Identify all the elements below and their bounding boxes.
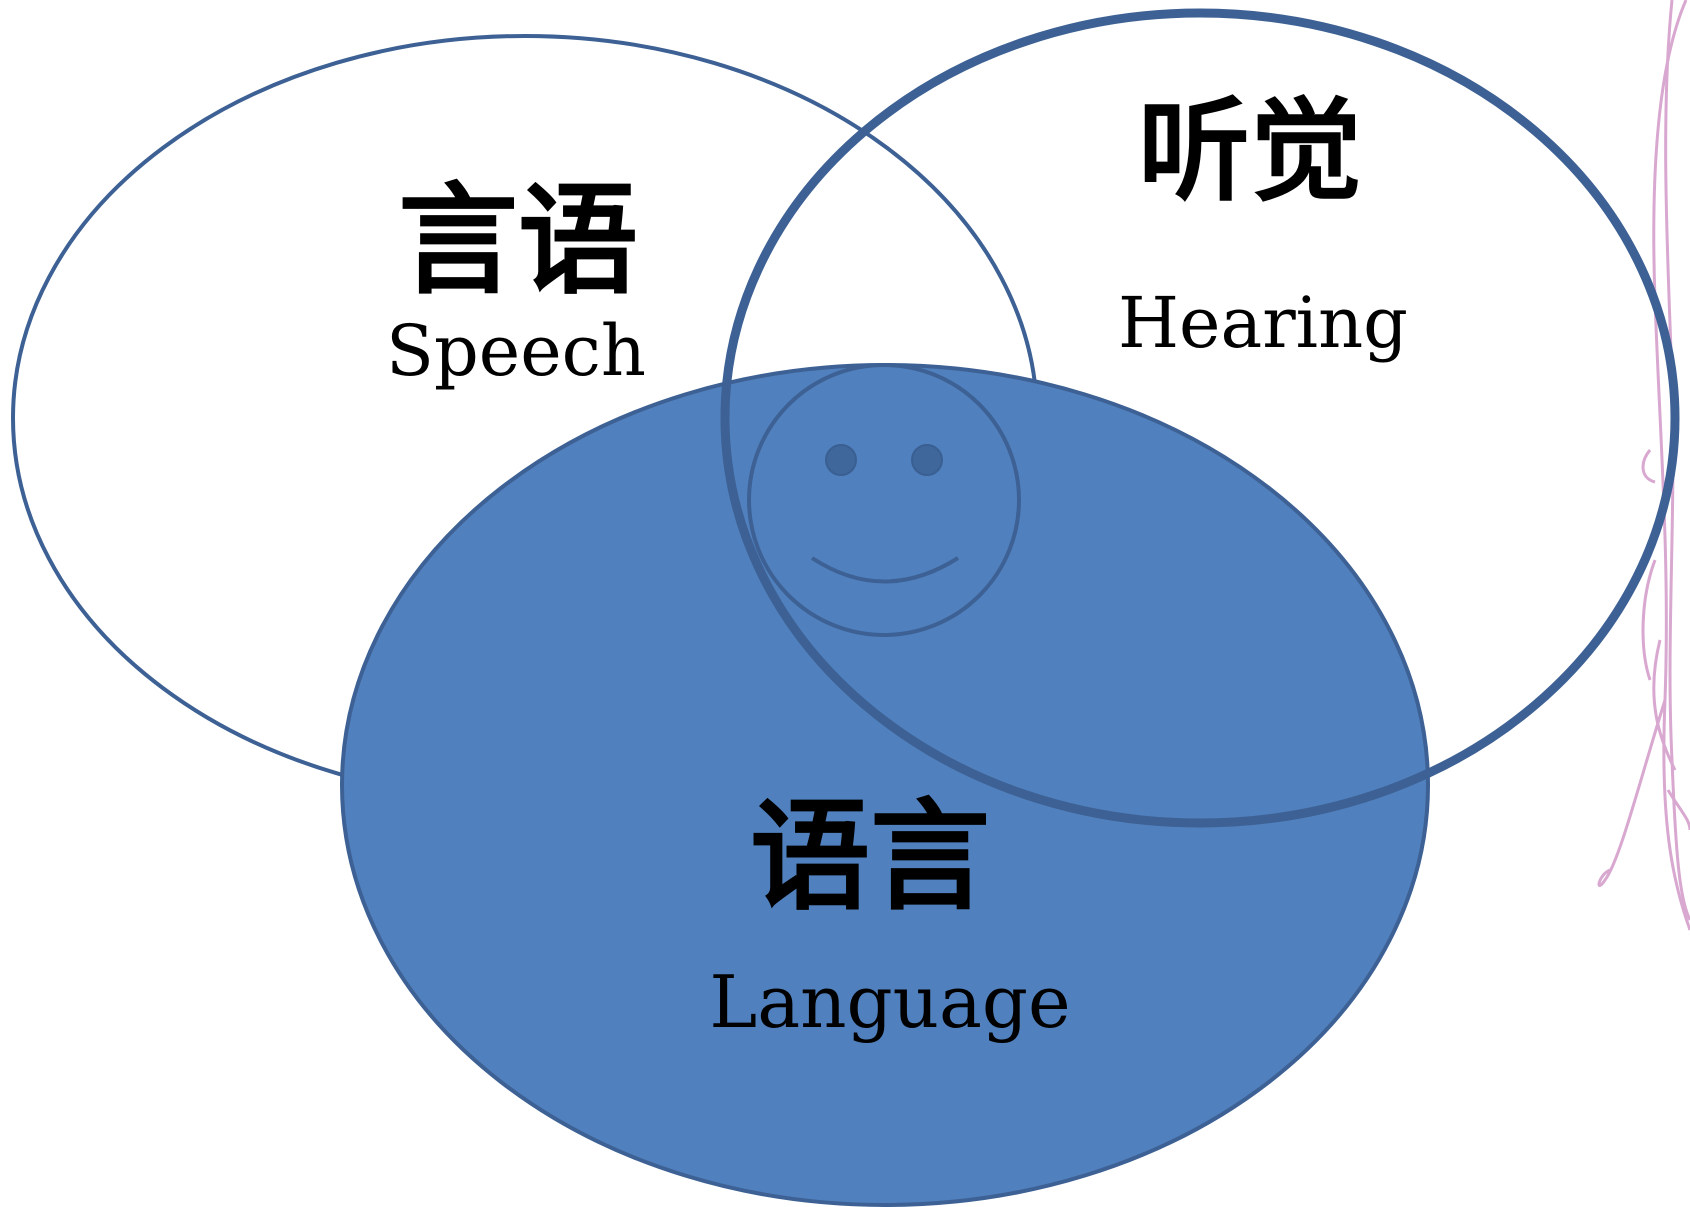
speech-label-en: Speech [386, 310, 646, 392]
language-label-en: Language [709, 960, 1070, 1044]
language-set-shape [340, 363, 1430, 1207]
language-label-zh: 语言 [750, 786, 990, 927]
hearing-set-shape [720, 8, 1680, 828]
floral-vine-icon [1597, 0, 1690, 931]
hearing-label-en: Hearing [1118, 282, 1408, 364]
speech-label-zh: 言语 [398, 170, 638, 311]
smiley-face-icon [747, 363, 1021, 637]
hearing-label-zh: 听觉 [1138, 86, 1362, 217]
